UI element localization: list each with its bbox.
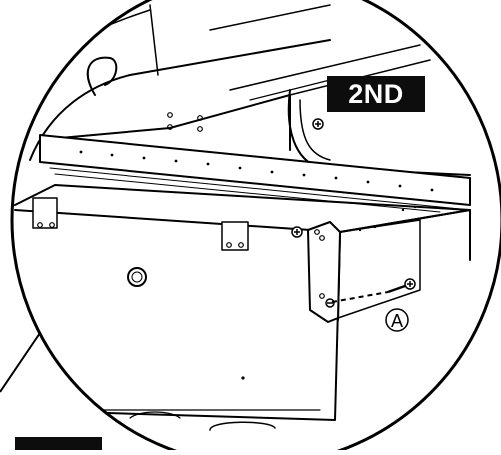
round-knob xyxy=(127,267,147,287)
callout-letter: A xyxy=(391,311,403,331)
label-bar xyxy=(15,437,102,450)
cabinet-front xyxy=(12,209,341,421)
hinge-tab-left xyxy=(32,197,58,229)
leader-line xyxy=(0,329,43,393)
panel-holes xyxy=(37,112,333,306)
magnifier-circle xyxy=(10,0,501,455)
step-label-badge: 2ND xyxy=(327,76,425,112)
callout-a: A xyxy=(385,308,409,332)
screw-icon xyxy=(312,118,324,130)
screw-icon xyxy=(291,226,303,238)
top-rail xyxy=(39,134,471,206)
screw-icon xyxy=(325,298,335,308)
screw-a-icon xyxy=(387,278,416,294)
hinge-tab-right xyxy=(221,221,249,251)
rail-hole-pattern xyxy=(79,150,434,380)
insertion-path-line xyxy=(331,291,389,303)
